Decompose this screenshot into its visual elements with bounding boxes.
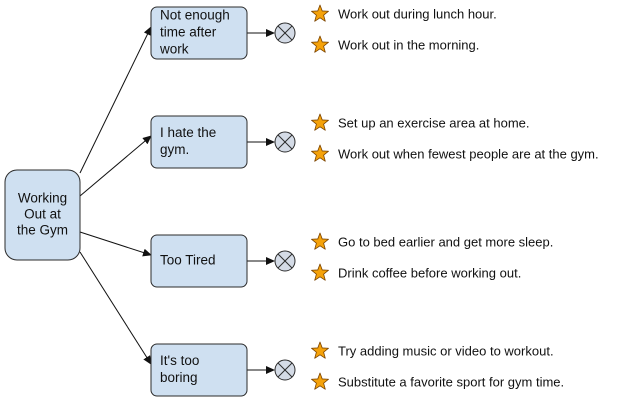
solution-text: Work out when fewest people are at the g… xyxy=(338,146,599,161)
star-icon xyxy=(311,263,329,281)
x-circle-icon xyxy=(274,359,296,381)
connector-root-to-branch-1 xyxy=(79,26,152,174)
branch-node-label: It's too xyxy=(160,353,199,368)
x-circle-icon xyxy=(274,250,296,272)
connector-layer xyxy=(79,26,275,374)
solution-text: Work out in the morning. xyxy=(338,37,479,52)
star-icon xyxy=(311,4,329,22)
branch-node-2: I hate the gym. xyxy=(150,115,248,169)
branch-node-label: boring xyxy=(160,370,198,385)
branch-node-3: Too Tired xyxy=(150,234,248,288)
star-icon xyxy=(311,341,329,359)
connector-root-to-branch-3 xyxy=(79,231,152,257)
branch-node-label: time after xyxy=(160,25,217,40)
branch-node-label: I hate the xyxy=(160,125,216,140)
branch-node-label: Not enough xyxy=(160,8,230,23)
root-node-label: the Gym xyxy=(17,223,68,238)
solution-item: Substitute a favorite sport for gym time… xyxy=(311,372,564,390)
solution-text: Substitute a favorite sport for gym time… xyxy=(338,374,564,389)
x-circle-icon xyxy=(274,131,296,153)
star-icon xyxy=(311,232,329,250)
solution-text: Try adding music or video to workout. xyxy=(338,343,554,358)
solution-text: Go to bed earlier and get more sleep. xyxy=(338,234,553,249)
star-icon xyxy=(311,113,329,131)
branch-node-box xyxy=(150,115,248,169)
branch-node-box xyxy=(150,234,248,288)
root-node-box xyxy=(4,169,81,261)
x-circle-icon xyxy=(274,22,296,44)
branch-node-label: Too Tired xyxy=(160,253,216,268)
root-node-label: Out at xyxy=(24,207,61,222)
solution-item: Drink coffee before working out. xyxy=(311,263,521,281)
root-node-label: Working xyxy=(18,191,67,206)
branch-node-1: Not enough time after work xyxy=(150,6,248,60)
branch-node-box xyxy=(150,6,248,60)
branch-node-label: work xyxy=(159,42,189,57)
branch-node-4: It's too boring xyxy=(150,343,248,397)
branch-node-label: gym. xyxy=(160,142,189,157)
solution-text: Drink coffee before working out. xyxy=(338,265,521,280)
solution-item: Go to bed earlier and get more sleep. xyxy=(311,232,553,250)
solution-item: Work out when fewest people are at the g… xyxy=(311,144,599,162)
solution-item: Work out during lunch hour. xyxy=(311,4,497,22)
star-icon xyxy=(311,372,329,390)
star-icon xyxy=(311,35,329,53)
connector-root-to-branch-4 xyxy=(79,251,152,365)
connector-root-to-branch-2 xyxy=(79,135,152,197)
star-icon xyxy=(311,144,329,162)
solution-item: Try adding music or video to workout. xyxy=(311,341,554,359)
solution-item: Set up an exercise area at home. xyxy=(311,113,530,131)
branch-node-box xyxy=(150,343,248,397)
solution-text: Set up an exercise area at home. xyxy=(338,115,530,130)
solution-text: Work out during lunch hour. xyxy=(338,6,497,21)
solution-item: Work out in the morning. xyxy=(311,35,479,53)
